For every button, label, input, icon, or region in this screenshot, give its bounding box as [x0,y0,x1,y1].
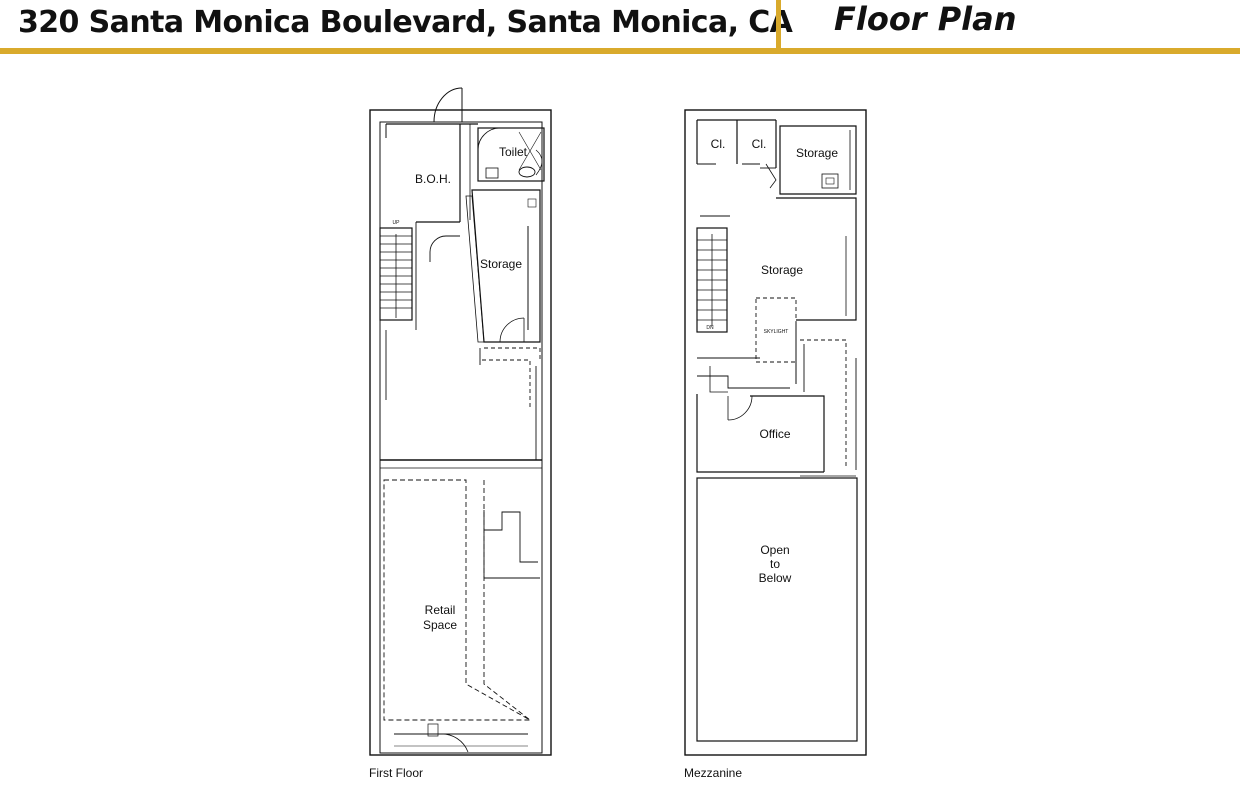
skylight-label: SKYLIGHT [764,329,789,335]
first-floor-caption: First Floor [369,766,423,780]
retail-area-outline [383,479,532,721]
room-label-open-line2: to [770,557,780,571]
header-divider [776,0,781,48]
page-header: 320 Santa Monica Boulevard, Santa Monica… [0,0,1240,56]
stair-up-label: UP [393,220,401,226]
header-rule [0,48,1240,54]
stair-down-label: DN [706,325,714,331]
room-label-toilet: Toilet [499,145,528,159]
sink-fixture [485,167,499,179]
room-label-closet-1: Cl. [711,137,726,151]
room-label-boh: B.O.H. [415,172,451,186]
open-to-below-area [696,477,858,742]
mezzanine-outline [684,109,867,756]
office-room [750,395,825,472]
toilet-room [477,127,545,182]
room-label-storage-main: Storage [761,263,803,277]
first-floor-outline [369,109,552,756]
mezzanine-stair [696,227,728,333]
room-label-open-line3: Below [759,571,792,585]
first-floor-plan [369,87,552,756]
room-label-storage: Storage [480,257,522,271]
mezzanine-caption: Mezzanine [684,766,742,780]
room-label-closet-2: Cl. [752,137,767,151]
room-label-retail-line2: Space [423,618,457,632]
toilet-fixture [518,166,536,178]
property-address: 320 Santa Monica Boulevard, Santa Monica… [18,5,793,40]
first-floor-inner-wall [379,121,543,754]
room-label-retail-line1: Retail [425,603,456,617]
upper-storage-room [779,125,857,195]
first-floor-stair [379,227,413,321]
mezzanine-plan [684,109,867,756]
rear-door [433,87,463,123]
room-label-office: Office [759,427,790,441]
document-title: Floor Plan [834,0,1017,38]
room-label-open-line1: Open [760,543,789,557]
room-label-storage-upper: Storage [796,146,838,160]
